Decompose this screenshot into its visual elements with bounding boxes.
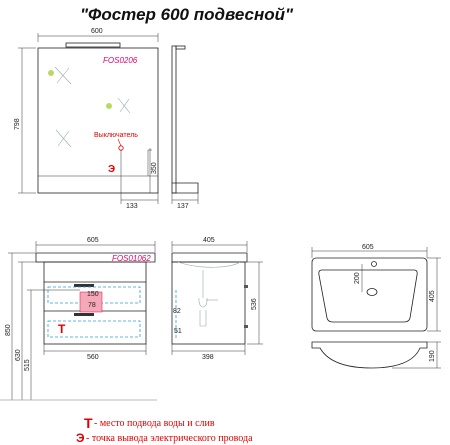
cabinet-body xyxy=(43,261,147,345)
side-height-label: 536 xyxy=(251,298,258,310)
mirror-side-view: 137 xyxy=(171,45,199,210)
glare-icon xyxy=(54,66,131,148)
dim-82-label: 82 xyxy=(173,308,181,315)
height-body-label: 630 xyxy=(15,349,22,361)
switch-marker: Э xyxy=(108,164,115,175)
mirror-code: FOS0206 xyxy=(103,56,138,65)
height-total-label: 850 xyxy=(5,324,12,336)
mirror-depth-label: 137 xyxy=(177,203,189,210)
legend-electric-mark: Э xyxy=(76,431,85,445)
basin-depth-label: 405 xyxy=(429,290,436,302)
switch-icon xyxy=(118,145,124,151)
indicator-icon xyxy=(106,103,112,109)
basin-outline xyxy=(311,257,428,332)
switch-height-label: 350 xyxy=(151,162,158,174)
basin-width-label: 605 xyxy=(362,244,374,251)
drain-icon xyxy=(366,288,378,296)
mirror-width-label: 600 xyxy=(91,28,103,35)
siphon-icon xyxy=(198,270,218,327)
basin-top-view: 605 200 405 xyxy=(311,244,441,332)
cabinet-width-top-label: 605 xyxy=(87,237,99,244)
cabinet-code: FOS01062 xyxy=(112,254,151,263)
dim-51-label: 51 xyxy=(174,328,182,335)
drawing-title: "Фостер 600 подвесной" xyxy=(80,5,294,24)
switch-offset-label: 133 xyxy=(126,203,138,210)
legend-water-mark: Т xyxy=(84,415,93,431)
height-floor-label: 515 xyxy=(24,359,31,371)
inner-78-label: 78 xyxy=(88,302,96,309)
cabinet-side-view: 405 82 51 536 398 xyxy=(171,237,263,361)
legend-electric-text: - точка вывода электрического провода xyxy=(86,433,253,444)
side-depth-bottom-label: 398 xyxy=(202,354,214,361)
cabinet-front-view: 605 FOS01062 150 78 Т 560 850 630 515 xyxy=(0,237,157,401)
inner-150-label: 150 xyxy=(87,291,99,298)
mirror-body xyxy=(37,47,159,194)
tap-hole-icon xyxy=(371,261,377,267)
plumbing-zone xyxy=(79,291,103,313)
basin-height-label: 190 xyxy=(429,350,436,362)
cabinet-side-body xyxy=(171,261,246,345)
mirror-front-view: 600 FOS0206 Выключатель Э 798 350 xyxy=(14,28,159,210)
indicator-icon xyxy=(48,70,54,76)
basin-profile-view: 190 xyxy=(311,341,441,369)
tap-offset-label: 200 xyxy=(354,272,361,284)
cabinet-width-bottom-label: 560 xyxy=(87,354,99,361)
lamp-shape xyxy=(65,42,121,48)
mirror-height-label: 798 xyxy=(14,118,21,130)
switch-label: Выключатель xyxy=(94,132,138,139)
legend-water-text: - место подвода воды и слив xyxy=(94,418,215,429)
legend: Т - место подвода воды и слив Э - точка … xyxy=(76,415,253,445)
water-marker: Т xyxy=(58,322,66,336)
side-depth-top-label: 405 xyxy=(203,237,215,244)
